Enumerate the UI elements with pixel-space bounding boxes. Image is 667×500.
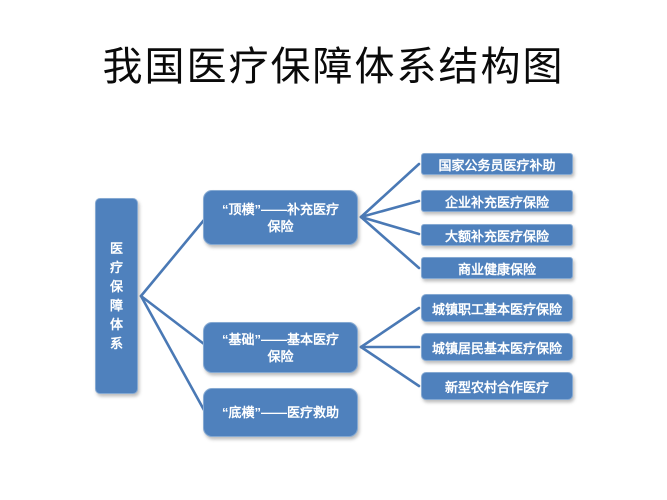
connector-line <box>139 294 206 412</box>
node-commercial-health-insurance: 商业健康保险 <box>421 257 573 279</box>
node-label: 国家公务员医疗补助 <box>438 157 556 173</box>
node-enterprise-supplementary-insurance: 企业补充医疗保险 <box>421 190 573 212</box>
node-label: 企业补充医疗保险 <box>444 194 549 210</box>
node-label: 新型农村合作医疗 <box>444 379 549 395</box>
node-label: 大额补充医疗保险 <box>444 228 549 244</box>
node-label-line1: “顶横”——补充医疗 <box>221 201 339 217</box>
connector-line <box>359 162 421 219</box>
diagram-title: 我国医疗保障体系结构图 <box>102 44 565 90</box>
node-label-line1: “基础”——基本医疗 <box>221 331 339 347</box>
node-supplementary-medical-insurance: “顶横”——补充医疗 保险 <box>203 190 358 245</box>
node-label: 城镇职工基本医疗保险 <box>431 301 562 317</box>
node-new-rural-cooperative-medical: 新型农村合作医疗 <box>421 372 573 400</box>
connector-line <box>359 215 421 270</box>
node-medical-assistance: “底横”——医疗救助 <box>203 388 358 437</box>
node-label: 商业健康保险 <box>457 261 536 277</box>
node-label: 医疗保障体系 <box>109 241 123 351</box>
node-label-line2: 保险 <box>267 218 294 234</box>
node-urban-employee-basic-insurance: 城镇职工基本医疗保险 <box>421 294 573 322</box>
node-civil-servant-medical-subsidy: 国家公务员医疗补助 <box>421 153 573 175</box>
node-basic-medical-insurance: “基础”——基本医疗 保险 <box>203 322 358 373</box>
connector-line <box>359 199 421 219</box>
node-label-line2: 保险 <box>267 348 294 364</box>
connector-line <box>139 218 206 298</box>
connector-line <box>359 215 421 236</box>
node-label-line1: “底横”——医疗救助 <box>221 405 339 420</box>
node-label: 城镇居民基本医疗保险 <box>431 340 562 356</box>
node-large-amount-supplementary-insurance: 大额补充医疗保险 <box>421 224 573 246</box>
connector-line <box>359 345 421 388</box>
connector-line <box>139 294 206 346</box>
node-urban-resident-basic-insurance: 城镇居民基本医疗保险 <box>421 333 573 361</box>
connector-line <box>359 306 421 349</box>
node-medical-security-system: 医疗保障体系 <box>95 198 138 394</box>
